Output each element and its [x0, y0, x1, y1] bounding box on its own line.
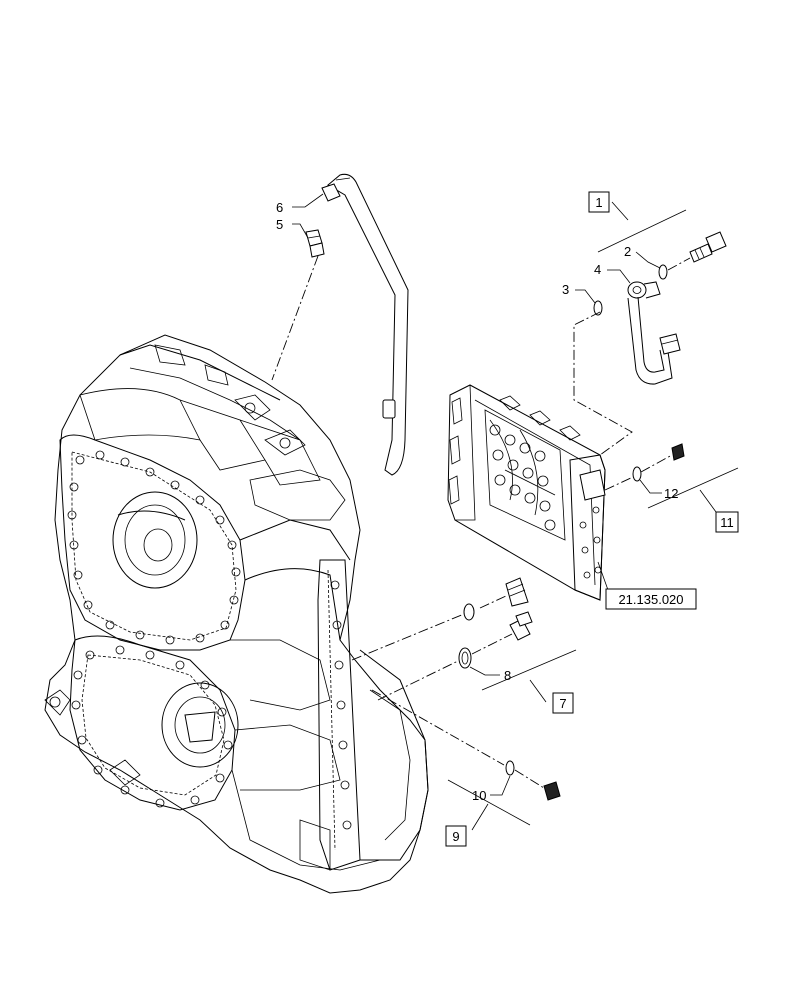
banjo-pipe — [627, 281, 681, 385]
callout-label-1: 1 — [588, 191, 610, 213]
sealing-washer-2 — [658, 264, 668, 280]
plug-fitting — [505, 577, 529, 607]
plug-11 — [671, 443, 685, 461]
callout-leaders — [292, 193, 739, 831]
transmission-housing — [44, 334, 429, 894]
callout-3: 3 — [562, 282, 569, 297]
callout-10: 10 — [472, 788, 486, 803]
reference-label: 21.135.020 — [605, 588, 697, 610]
valve-internals — [484, 409, 566, 541]
callout-label-9: 9 — [445, 825, 467, 847]
callout-7-text: 7 — [559, 696, 566, 711]
control-valve-block — [447, 384, 606, 601]
connector-fitting — [305, 229, 325, 258]
callout-2: 2 — [624, 244, 631, 259]
o-ring-small — [463, 603, 475, 621]
side-flange-bolts — [330, 580, 352, 830]
fitting-nut — [321, 183, 341, 202]
plug-7 — [509, 611, 533, 641]
lower-plate-bolts — [71, 645, 233, 808]
upper-plate-bolts — [67, 450, 241, 645]
banjo-bolt — [689, 231, 727, 263]
sealing-ring-10 — [505, 760, 515, 776]
callout-label-7: 7 — [552, 692, 574, 714]
hydraulic-pipe — [327, 173, 409, 476]
callout-4: 4 — [594, 262, 601, 277]
sealing-ring-12 — [632, 466, 642, 482]
plug-9 — [543, 781, 561, 801]
callout-9-text: 9 — [452, 829, 459, 844]
sealing-washer-3 — [593, 300, 603, 316]
callout-1-text: 1 — [595, 195, 602, 210]
callout-11-text: 11 — [720, 515, 734, 530]
callout-12: 12 — [664, 486, 678, 501]
o-ring-8 — [458, 647, 472, 669]
callout-label-11: 11 — [715, 511, 739, 533]
reference-label-text: 21.135.020 — [618, 592, 683, 607]
callout-8: 8 — [504, 668, 511, 683]
callout-5: 5 — [276, 217, 283, 232]
callout-6: 6 — [276, 200, 283, 215]
